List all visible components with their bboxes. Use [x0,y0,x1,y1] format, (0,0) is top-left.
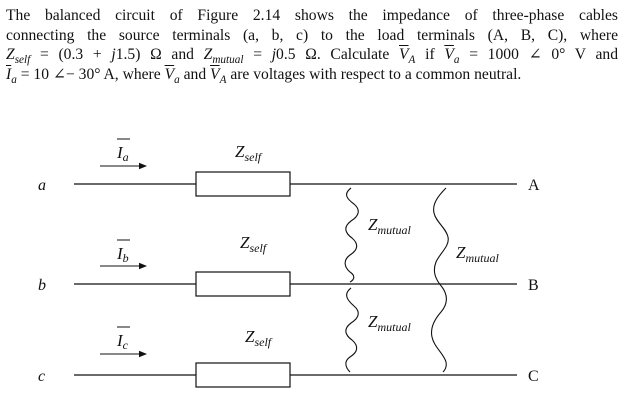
phase-a-line [74,171,517,197]
problem-line-3: Zself = (0.3 + j1.5) Ω and Zmutual = j0.… [6,46,619,67]
z-self-label-c: Zself [245,327,273,349]
svg-text:Ic: Ic [116,331,129,352]
z-self-label-a: Zself [235,142,263,164]
current-label-b: Ib [116,239,130,265]
source-label-c: c [38,368,45,385]
z-self-label-b: Zself [240,233,268,255]
problem-statement: The balanced circuit of Figure 2.14 show… [6,6,619,86]
svg-text:Ia: Ia [116,143,129,164]
current-label-c: Ic [116,326,130,352]
phase-b-line [74,271,517,297]
load-label-b: B [528,277,539,294]
problem-line-2: connecting the source terminals (a, b, c… [6,26,618,44]
load-label-c: C [528,368,539,385]
phase-c-line [74,362,517,388]
circuit-diagram: a b c A B C Ia Ib Ic Zself Zself Zself Z… [38,138,540,388]
z-mutual-label-ab: Zmutual [368,215,411,237]
z-mutual-label-bc: Zmutual [368,312,411,334]
problem-line-1: The balanced circuit of Figure 2.14 show… [6,7,618,24]
source-label-b: b [38,277,46,294]
problem-line-4: Ia = 10 ∠− 30° A, where Va and VA are vo… [6,65,522,86]
mutual-coupling-bc [345,287,359,373]
load-label-a: A [528,177,540,194]
z-mutual-label-ac: Zmutual [456,243,499,265]
source-label-a: a [38,177,46,194]
svg-text:Ib: Ib [116,244,129,265]
mutual-coupling-ab [344,187,359,283]
mutual-coupling-ac [430,187,449,373]
current-label-a: Ia [116,138,130,164]
